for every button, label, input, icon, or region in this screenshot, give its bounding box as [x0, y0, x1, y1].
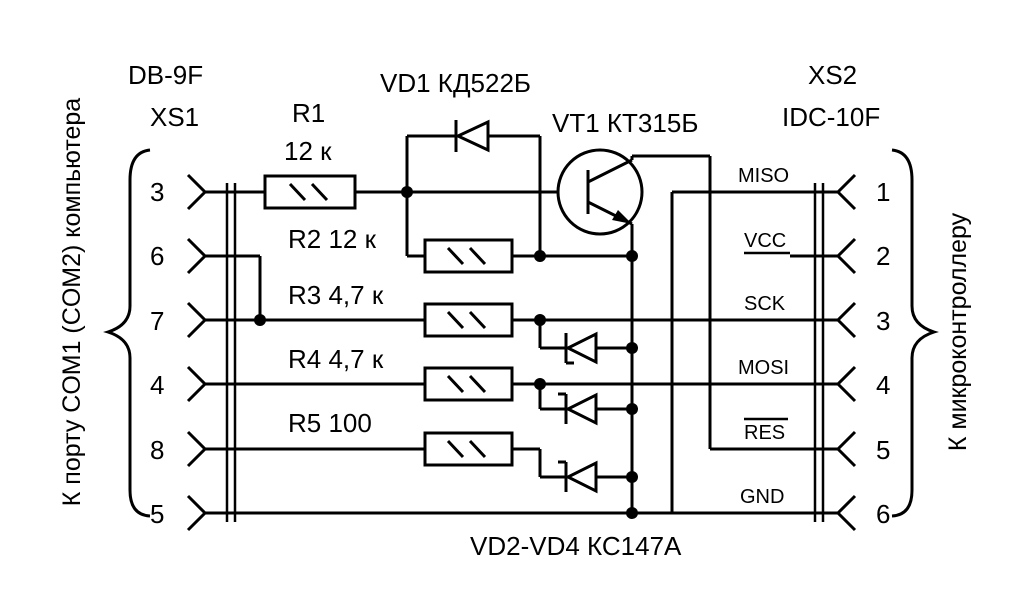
zener-vd3: [558, 392, 598, 426]
right-connector-ref: IDC-10F: [782, 102, 880, 132]
left-pin-label: 8: [150, 435, 164, 465]
resistor-r4: [423, 366, 514, 402]
resistor-r2: [423, 238, 514, 274]
right-pin-chevron: [835, 430, 857, 468]
junction-dots: [254, 186, 638, 519]
left-pin-chevron: [186, 430, 208, 468]
signal-label-vcc: VCC: [744, 230, 786, 252]
right-connector-type: XS2: [808, 60, 857, 90]
r5-label: R5 100: [288, 408, 372, 438]
left-connector-ref: XS1: [150, 102, 199, 132]
r3-label: R3 4,7 к: [288, 280, 384, 310]
left-pin-label: 6: [150, 241, 164, 271]
right-pin-label: 2: [876, 241, 890, 271]
zener-vd4: [558, 460, 598, 494]
right-pin-chevron: [835, 173, 857, 211]
resistor-r3: [423, 302, 514, 338]
right-pin-label: 6: [876, 499, 890, 529]
right-pin-chevron: [835, 237, 857, 275]
transistor-vt1: [556, 148, 644, 236]
left-connector-type: DB-9F: [128, 60, 203, 90]
left-side-label: К порту COM1 (COM2) компьютера: [58, 98, 86, 507]
left-pin-chevron: [186, 237, 208, 275]
r4-label: R4 4,7 к: [288, 344, 384, 374]
left-pin-label: 5: [150, 499, 164, 529]
zener-vd2: [564, 331, 598, 365]
right-pin-label: 1: [876, 177, 890, 207]
left-pin-label: 4: [150, 370, 164, 400]
right-pin-label: 3: [876, 306, 890, 336]
right-side-label: К микроконтроллеру: [944, 212, 972, 451]
right-pin-label: 4: [876, 370, 890, 400]
right-connector: XS2 IDC-10F 1 2 3 4 5 6 MISO VCC SCK MOS…: [738, 60, 939, 532]
signal-label-gnd: GND: [740, 486, 784, 508]
diode-vd1: [454, 119, 490, 153]
r1-ref-label: R1: [292, 98, 325, 128]
vd2-vd4-label: VD2-VD4 КС147А: [470, 531, 682, 561]
r2-label: R2 12 к: [288, 224, 377, 254]
left-pin-chevron: [186, 173, 208, 211]
left-pin-chevron: [186, 494, 208, 532]
right-pin-label: 5: [876, 435, 890, 465]
left-pin-chevron: [186, 301, 208, 339]
right-pin-chevron: [835, 365, 857, 403]
left-pin-label: 3: [150, 177, 164, 207]
signal-label-miso: MISO: [738, 165, 789, 187]
right-pin-chevron: [835, 494, 857, 532]
left-connector: DB-9F XS1 3 6 7 4 8 5: [103, 60, 237, 532]
wiring: [205, 134, 838, 515]
signal-label-mosi: MOSI: [738, 357, 789, 379]
vd1-label: VD1 КД522Б: [380, 68, 531, 98]
right-brace: [891, 148, 939, 518]
right-pin-chevron: [835, 301, 857, 339]
left-pin-chevron: [186, 365, 208, 403]
vt1-label: VT1 КТ315Б: [552, 108, 698, 138]
resistor-r1: [263, 174, 357, 210]
r1-value-label: 12 к: [284, 136, 332, 166]
left-brace: [103, 148, 151, 518]
left-pin-label: 7: [150, 306, 164, 336]
signal-label-res: RES: [744, 422, 785, 444]
resistor-r5: [423, 431, 514, 467]
signal-label-sck: SCK: [744, 293, 786, 315]
